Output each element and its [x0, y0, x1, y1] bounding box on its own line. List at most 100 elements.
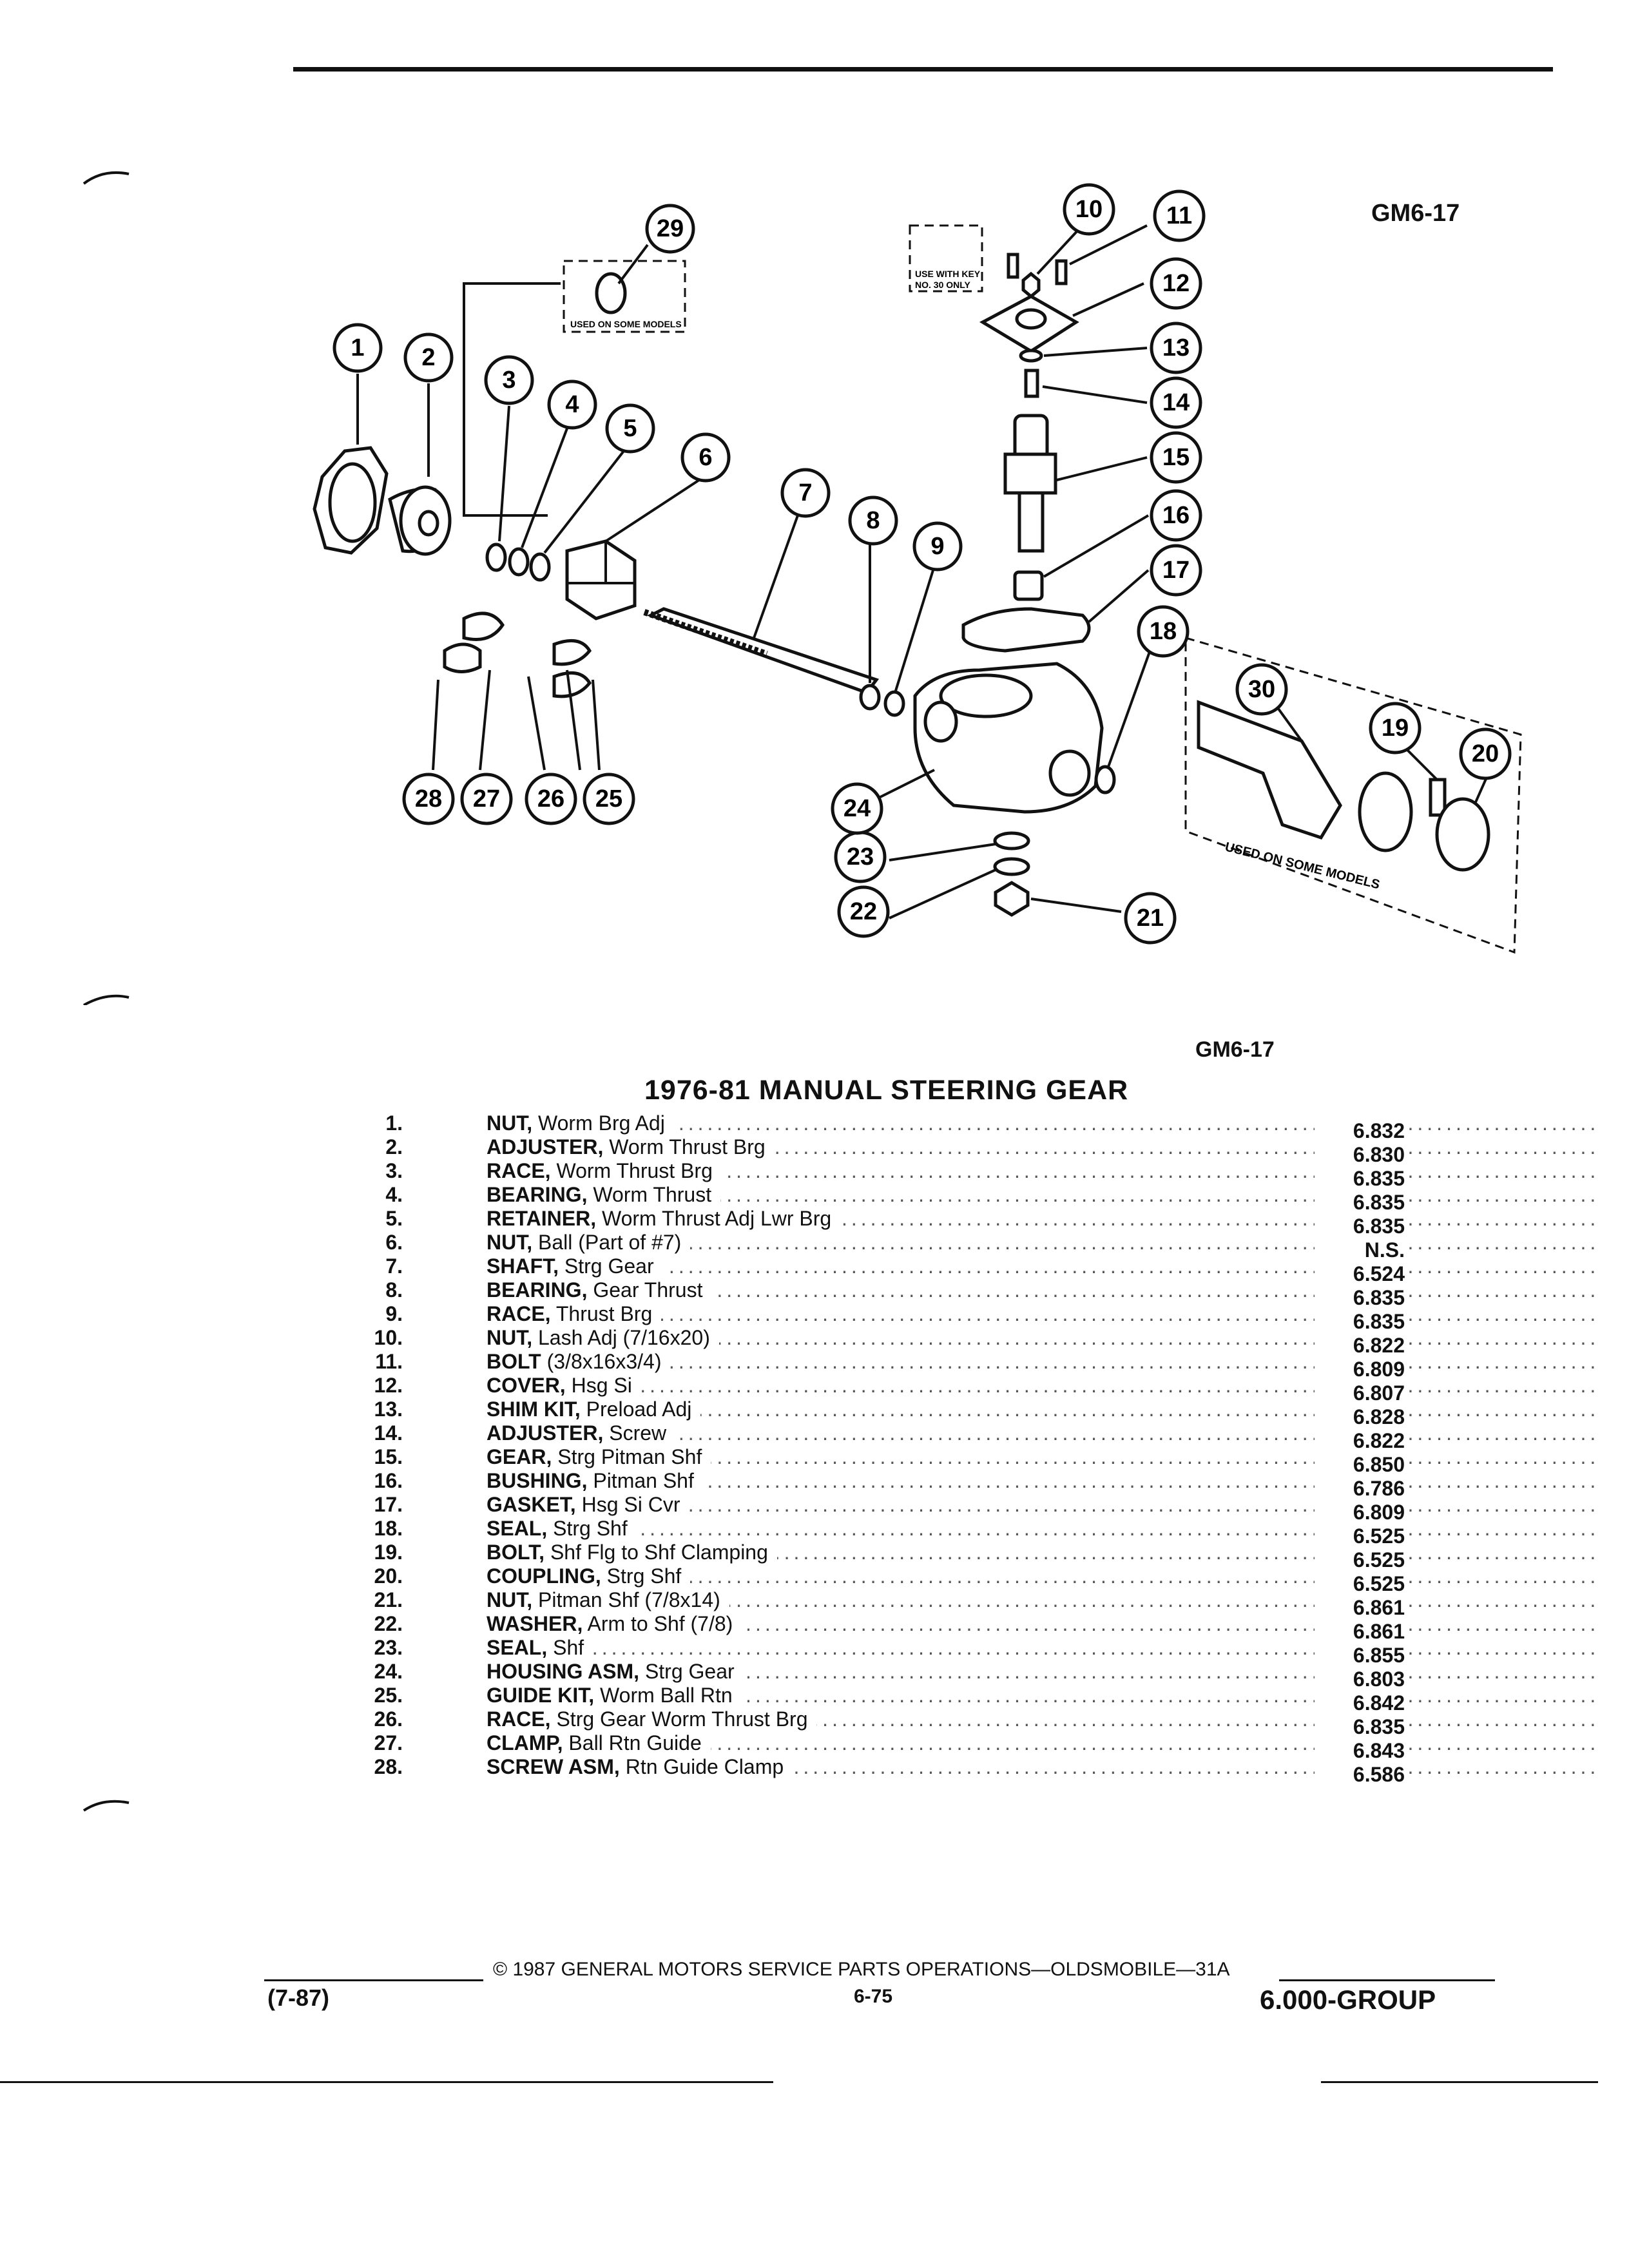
part-description: RACE, Strg Gear Worm Thrust Brg — [487, 1707, 817, 1731]
part-name: NUT, — [487, 1111, 533, 1135]
parts-list-row: 2.......................................… — [361, 1135, 1601, 1167]
svg-text:16: 16 — [1162, 502, 1190, 529]
catalog-number: 6.828 — [1315, 1405, 1405, 1429]
svg-text:25: 25 — [595, 785, 622, 812]
figure-code-top: GM6-17 — [1371, 200, 1460, 227]
leader-dots: ........................................… — [487, 1636, 1601, 1659]
svg-text:3: 3 — [502, 367, 516, 394]
part-description: COUPLING, Strg Shf — [487, 1564, 691, 1588]
catalog-number: 6.525 — [1315, 1572, 1405, 1596]
part-name: ADJUSTER, — [487, 1421, 604, 1445]
parts-list: 1.......................................… — [361, 1111, 1601, 1787]
pitman-bushing — [1013, 570, 1044, 601]
svg-text:6: 6 — [699, 444, 712, 471]
part-number: 19. — [374, 1541, 403, 1564]
catalog-number: 6.835 — [1315, 1310, 1405, 1334]
part-number: 27. — [374, 1731, 403, 1754]
part-number: 15. — [374, 1445, 403, 1468]
svg-text:26: 26 — [537, 785, 564, 812]
svg-text:1: 1 — [351, 334, 364, 361]
note-use-with-key: USE WITH KEY — [915, 269, 981, 279]
note-key-no-30: NO. 30 ONLY — [915, 280, 971, 290]
svg-text:7: 7 — [798, 479, 812, 506]
part-description: BEARING, Gear Thrust — [487, 1278, 712, 1302]
note-used-on-some-models-lower: USED ON SOME MODELS — [1224, 840, 1382, 892]
callout-16: 16 — [1150, 489, 1202, 542]
leader-dots: ........................................… — [487, 1254, 1601, 1278]
callout-3: 3 — [484, 355, 534, 405]
part-detail: Screw — [609, 1421, 667, 1445]
steering-gear-housing — [913, 662, 1104, 814]
part-description: BOLT (3/8x16x3/4) — [487, 1350, 671, 1374]
svg-text:18: 18 — [1150, 618, 1177, 645]
catalog-number: 6.822 — [1315, 1429, 1405, 1453]
leader-dots: ........................................… — [487, 1374, 1601, 1397]
part-detail: Ball (Part of #7) — [538, 1231, 682, 1254]
svg-text:5: 5 — [623, 415, 637, 442]
part-number: 6. — [385, 1231, 403, 1254]
catalog-number: 6.832 — [1315, 1119, 1405, 1143]
lash-nut — [1021, 271, 1041, 299]
part-name: ADJUSTER, — [487, 1135, 604, 1158]
svg-text:9: 9 — [930, 533, 944, 560]
crop-mark-lower — [82, 1800, 130, 1812]
part-name: GEAR, — [487, 1445, 552, 1468]
callout-22: 22 — [837, 885, 890, 938]
catalog-number: 6.861 — [1315, 1596, 1405, 1620]
part-name: NUT, — [487, 1326, 533, 1349]
part-number: 16. — [374, 1469, 403, 1492]
part-number: 20. — [374, 1564, 403, 1588]
part-description: RACE, Worm Thrust Brg — [487, 1159, 722, 1183]
part-number: 12. — [374, 1374, 403, 1397]
svg-text:14: 14 — [1162, 389, 1190, 416]
parts-list-row: 21......................................… — [361, 1588, 1601, 1620]
callout-18: 18 — [1137, 605, 1190, 658]
parts-list-row: 5.......................................… — [361, 1207, 1601, 1238]
part-detail: Worm Brg Adj — [538, 1111, 665, 1135]
part-name: SEAL, — [487, 1636, 548, 1659]
svg-text:15: 15 — [1162, 444, 1190, 471]
part-number: 11. — [375, 1350, 403, 1373]
part-number: 21. — [374, 1588, 403, 1611]
part-description: GUIDE KIT, Worm Ball Rtn — [487, 1684, 742, 1707]
worm-thrust-race — [485, 543, 507, 572]
parts-list-row: 22......................................… — [361, 1612, 1601, 1644]
part-number: 22. — [374, 1612, 403, 1635]
callout-14: 14 — [1150, 376, 1202, 429]
svg-text:20: 20 — [1472, 740, 1499, 767]
page-title: 1976-81 MANUAL STEERING GEAR — [644, 1075, 1129, 1106]
catalog-number: 6.807 — [1315, 1381, 1405, 1405]
parts-list-row: 12......................................… — [361, 1374, 1601, 1405]
part-description: NUT, Lash Adj (7/16x20) — [487, 1326, 719, 1350]
worm-thrust-adjuster — [388, 485, 452, 556]
part-number: 14. — [374, 1421, 403, 1445]
ball-return-guides — [443, 611, 592, 698]
part-number: 3. — [385, 1159, 403, 1182]
part-description: HOUSING ASM, Strg Gear — [487, 1660, 744, 1684]
part-description: GASKET, Hsg Si Cvr — [487, 1493, 689, 1517]
parts-list-row: 28......................................… — [361, 1755, 1601, 1787]
part-description: NUT, Pitman Shf (7/8x14) — [487, 1588, 729, 1612]
catalog-number: 6.855 — [1315, 1644, 1405, 1667]
side-cover-gasket — [961, 607, 1091, 653]
part-number: 24. — [374, 1660, 403, 1683]
steering-coupling-shaft — [1197, 700, 1490, 872]
catalog-number: 6.861 — [1315, 1620, 1405, 1644]
part-description: NUT, Ball (Part of #7) — [487, 1231, 691, 1254]
svg-text:30: 30 — [1248, 676, 1275, 703]
parts-list-row: 25......................................… — [361, 1684, 1601, 1715]
svg-text:13: 13 — [1162, 334, 1190, 361]
svg-text:29: 29 — [657, 215, 684, 242]
catalog-number: 6.835 — [1315, 1215, 1405, 1238]
svg-text:4: 4 — [565, 391, 579, 418]
part-detail: Strg Gear Worm Thrust Brg — [556, 1707, 808, 1731]
parts-list-row: 10......................................… — [361, 1326, 1601, 1358]
part-name: BOLT — [487, 1350, 541, 1373]
callout-26: 26 — [525, 773, 577, 825]
ball-nut — [565, 539, 637, 620]
worm-thrust-bearing — [508, 547, 530, 577]
callout-1: 1 — [333, 323, 383, 373]
part-name: HOUSING ASM, — [487, 1660, 640, 1683]
leader-dots: ........................................… — [487, 1517, 1601, 1540]
part-name: RACE, — [487, 1159, 551, 1182]
